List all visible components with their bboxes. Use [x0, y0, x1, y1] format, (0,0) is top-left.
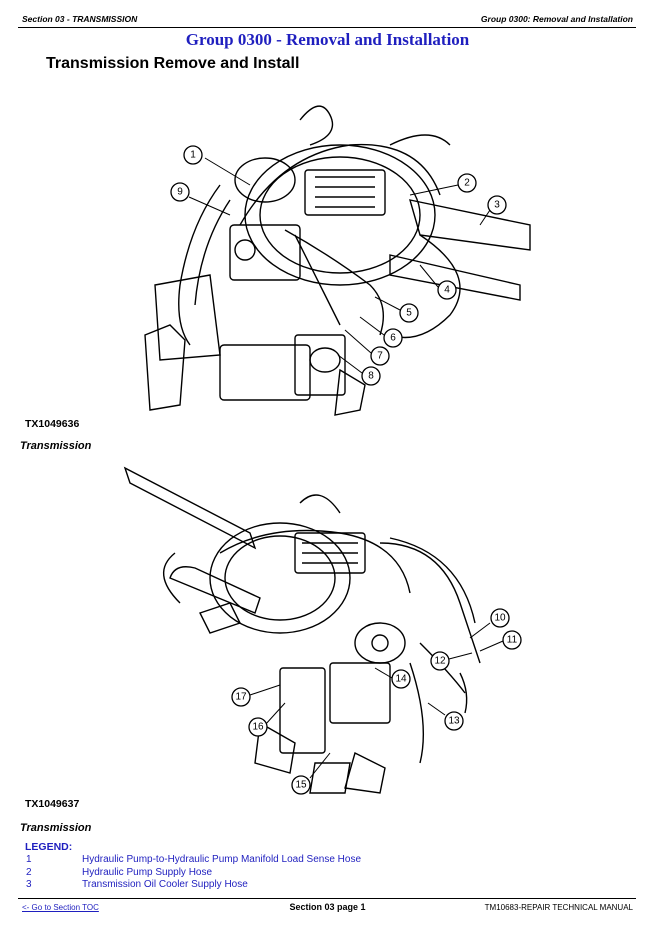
- legend-text: Transmission Oil Cooler Supply Hose: [82, 879, 248, 890]
- page-title: Transmission Remove and Install: [46, 55, 300, 72]
- callout-label: 17: [235, 692, 247, 703]
- go-to-section-toc-link[interactable]: <- Go to Section TOC: [22, 903, 99, 912]
- callouts-bottom: 10 11 12 13 14 15 16 17: [231, 608, 522, 795]
- figure-id: TX1049637: [25, 798, 80, 810]
- legend-title: LEGEND:: [25, 841, 73, 853]
- manual-title: TM10683-REPAIR TECHNICAL MANUAL: [484, 903, 633, 912]
- legend-number: 3: [26, 879, 32, 890]
- callout-label: 9: [177, 187, 183, 198]
- callout-label: 13: [448, 716, 460, 727]
- header-divider: [18, 27, 636, 28]
- legend-item: 3 Transmission Oil Cooler Supply Hose: [26, 879, 248, 890]
- callouts-top: 1 2 3 4 5 6 7 8 9: [170, 145, 507, 386]
- legend-text: Hydraulic Pump Supply Hose: [82, 867, 213, 878]
- legend-number: 2: [26, 867, 32, 878]
- legend-item: 1 Hydraulic Pump-to-Hydraulic Pump Manifo…: [26, 854, 361, 865]
- callout-label: 15: [295, 780, 307, 791]
- callout-label: 11: [507, 635, 518, 646]
- group-title: Group 0300 - Removal and Installation: [185, 30, 470, 49]
- legend-number: 1: [26, 854, 32, 865]
- figure-caption: Transmission: [20, 440, 92, 452]
- transmission-illustration-top: 1 2 3 4 5 6 7 8 9: [144, 105, 531, 416]
- callout-label: 12: [434, 656, 446, 667]
- footer-divider: [18, 898, 636, 899]
- callout-label: 14: [395, 674, 407, 685]
- callout-label: 4: [444, 285, 450, 296]
- callout-label: 2: [464, 178, 470, 189]
- callout-label: 5: [406, 308, 412, 319]
- section-header: Section 03 - TRANSMISSION: [22, 14, 138, 24]
- callout-label: 3: [494, 200, 500, 211]
- callout-label: 1: [190, 150, 196, 161]
- figure-id: TX1049636: [25, 418, 80, 430]
- figure-caption: Transmission: [20, 822, 92, 834]
- callout-label: 8: [368, 371, 374, 382]
- page-number: Section 03 page 1: [289, 902, 366, 912]
- legend-item: 2 Hydraulic Pump Supply Hose: [26, 867, 212, 878]
- callout-label: 6: [390, 333, 396, 344]
- callout-label: 16: [252, 722, 264, 733]
- callout-label: 7: [377, 351, 383, 362]
- legend-text: Hydraulic Pump-to-Hydraulic Pump Manifol…: [82, 854, 362, 865]
- callout-label: 10: [494, 613, 506, 624]
- transmission-illustration-bottom: 10 11 12 13 14 15 16 17: [123, 466, 522, 795]
- group-header: Group 0300: Removal and Installation: [480, 14, 633, 24]
